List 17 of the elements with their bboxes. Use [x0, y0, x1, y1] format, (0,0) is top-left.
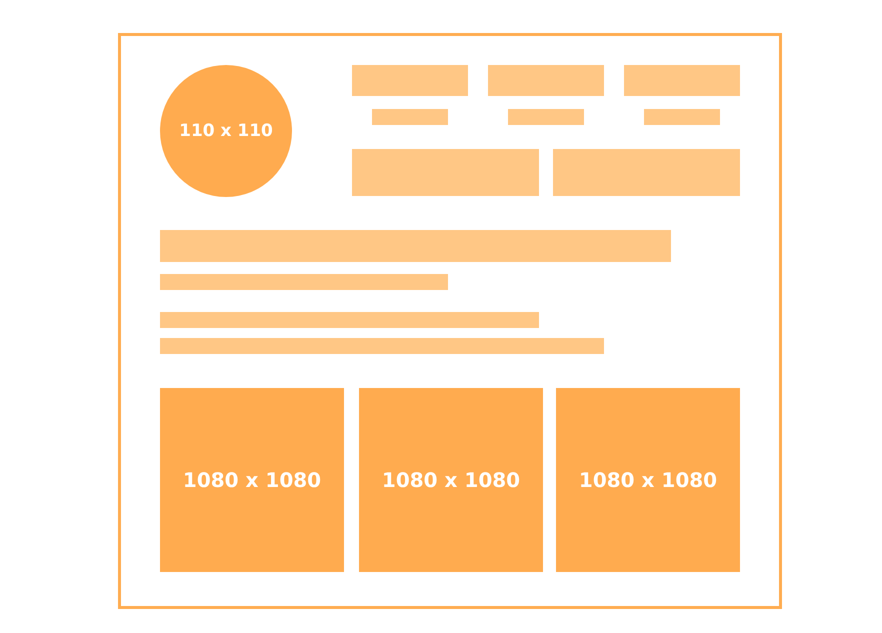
content-bar — [160, 230, 671, 262]
content-bar — [160, 274, 448, 290]
content-bar — [488, 65, 604, 96]
content-bar — [160, 338, 604, 354]
image-tile: 1080 x 1080 — [359, 388, 543, 572]
content-bar — [508, 109, 584, 125]
content-bar — [553, 149, 740, 196]
content-bar — [160, 312, 539, 328]
content-bar — [644, 109, 720, 125]
content-bar — [352, 65, 468, 96]
image-tile: 1080 x 1080 — [160, 388, 344, 572]
content-bar — [352, 149, 539, 196]
content-bar — [372, 109, 448, 125]
frame-outline — [118, 33, 782, 609]
avatar-circle: 110 x 110 — [160, 65, 292, 197]
image-tile: 1080 x 1080 — [556, 388, 740, 572]
content-bar — [624, 65, 740, 96]
